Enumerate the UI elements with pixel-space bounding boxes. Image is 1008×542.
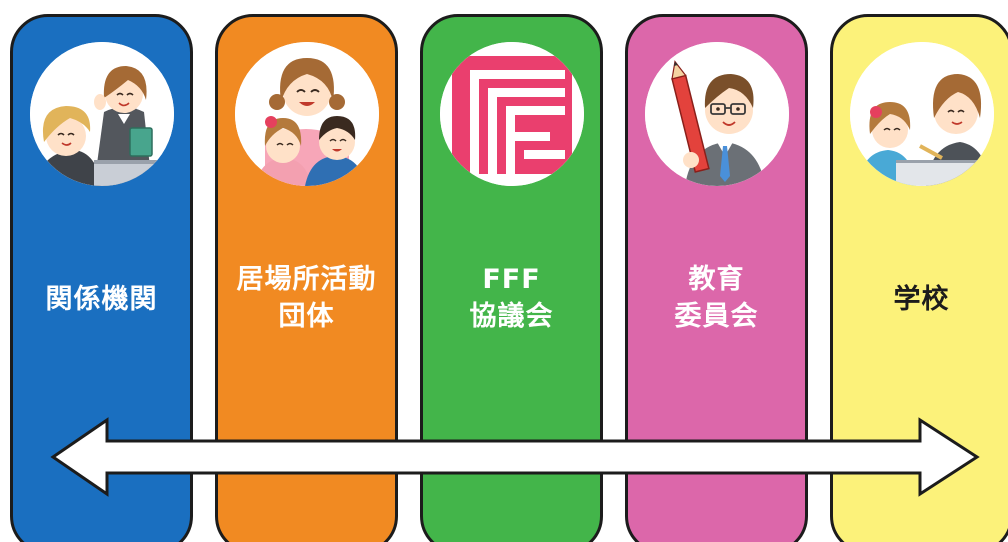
panel-label-line: 関係機関 — [45, 284, 158, 315]
mother-and-children-icon — [234, 42, 379, 186]
teacher-with-pencil-illustration — [644, 42, 789, 186]
panel-label-line: 居場所活動 — [236, 264, 377, 295]
panel-label-line: 団体 — [278, 301, 335, 332]
panel-ibasho-katsudo-dantai: 居場所活動 団体 — [215, 14, 398, 542]
fff-logo-icon — [439, 42, 584, 186]
panel-kyoiku-iinkai: 教育 委員会 — [625, 14, 808, 542]
teacher-and-student-illustration — [849, 42, 994, 186]
panel-label-line: 学校 — [893, 284, 950, 315]
panel-label-line: 委員会 — [674, 301, 759, 332]
panel-label: 居場所活動 団体 — [218, 261, 395, 335]
teacher-with-pencil-icon — [644, 42, 789, 186]
staff-meeting-icon — [29, 42, 174, 186]
panel-label-line: FFF — [482, 264, 541, 295]
panel-label-line: 協議会 — [469, 301, 554, 332]
panel-label: 関係機関 — [13, 281, 190, 318]
panel-label-line: 教育 — [688, 264, 745, 295]
panel-label: 学校 — [833, 281, 1008, 318]
mother-and-children-illustration — [234, 42, 379, 186]
panel-fff-kyogikai: FFF 協議会 — [420, 14, 603, 542]
panel-gakko: 学校 — [830, 14, 1008, 542]
fff-logo — [439, 42, 584, 186]
teacher-and-student-icon — [849, 42, 994, 186]
panel-label: FFF 協議会 — [423, 261, 600, 335]
panel-label: 教育 委員会 — [628, 261, 805, 335]
staff-meeting-illustration — [29, 42, 174, 186]
panel-kankei-kikan: 関係機関 — [10, 14, 193, 542]
